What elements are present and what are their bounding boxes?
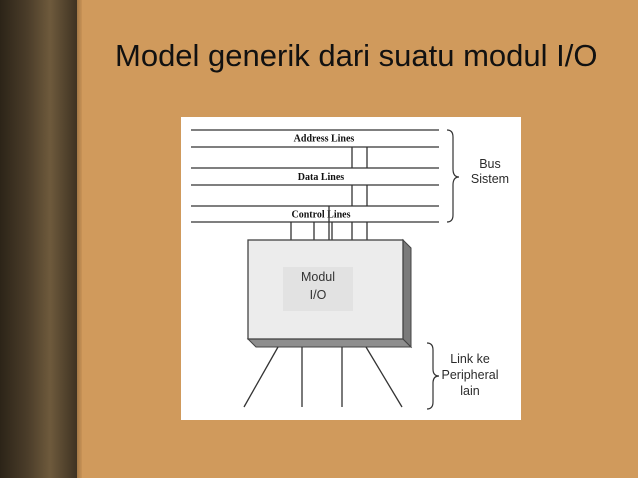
slide-title: Model generik dari suatu modul I/O: [115, 38, 598, 73]
module-label-box: [283, 267, 353, 311]
bus-sistem-label-line2: Sistem: [471, 172, 509, 186]
control-bus: Control Lines: [191, 205, 439, 223]
address-lines-label: Address Lines: [294, 134, 355, 145]
bus-sistem-label-line1: Bus: [479, 157, 501, 171]
bus-to-module-connectors: [290, 147, 368, 240]
peripheral-links: [243, 346, 403, 408]
io-module-box: Modul I/O: [246, 238, 413, 349]
bus-sistem-brace: [446, 129, 460, 223]
io-module-diagram: Address Lines Data Lines Control Lines: [181, 117, 521, 420]
data-bus: Data Lines: [191, 167, 439, 186]
link-label-line2: Peripheral: [442, 368, 499, 382]
data-lines-label: Data Lines: [298, 172, 345, 183]
diagram-canvas: Address Lines Data Lines Control Lines: [181, 117, 521, 420]
address-bus: Address Lines: [191, 129, 439, 148]
decorative-side-bar: [0, 0, 77, 478]
link-label-line1: Link ke: [450, 352, 490, 366]
decorative-side-edge: [77, 0, 82, 478]
link-label-line3: lain: [460, 384, 480, 398]
module-label-line1: Modul: [301, 270, 335, 284]
link-peripheral-brace: [426, 342, 440, 410]
module-label-line2: I/O: [310, 288, 327, 302]
control-lines-label: Control Lines: [292, 210, 351, 221]
